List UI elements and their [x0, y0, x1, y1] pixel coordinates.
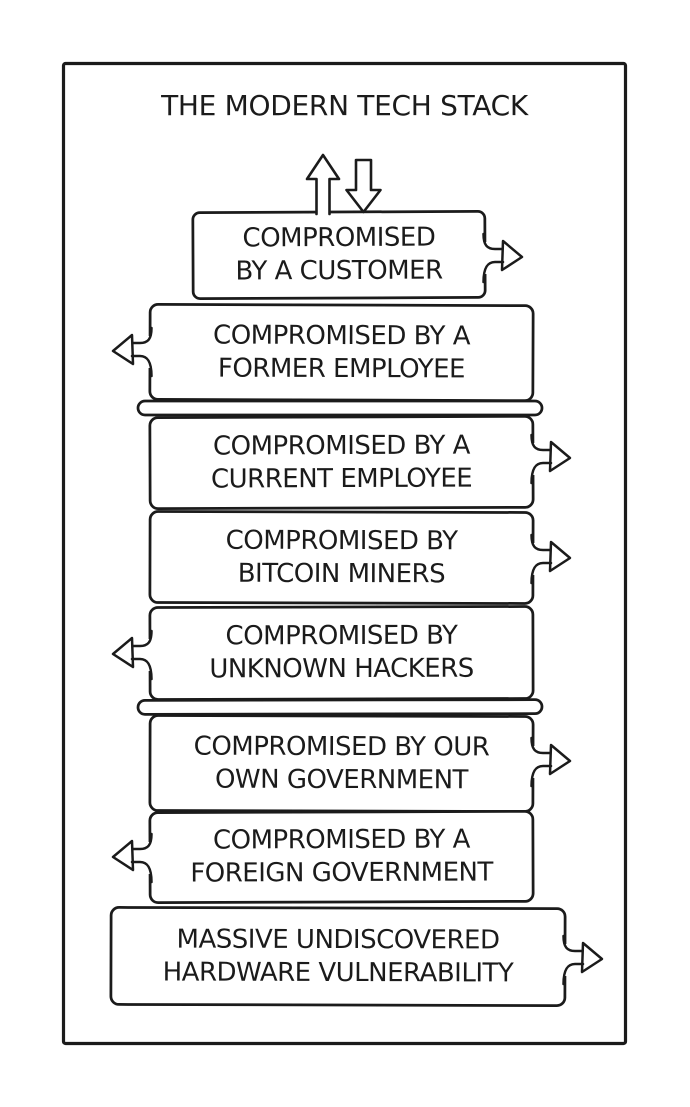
- layer-label-6: COMPROMISED BY OUR OWN GOVERNMENT: [150, 715, 533, 811]
- layer-label-3-line1: COMPROMISED BY A: [212, 430, 470, 461]
- layer-label-3: COMPROMISED BY A CURRENT EMPLOYEE: [150, 416, 533, 508]
- layer-label-5: COMPROMISED BY UNKNOWN HACKERS: [150, 606, 533, 699]
- layer-label-3-line2: CURRENT EMPLOYEE: [210, 463, 473, 494]
- layer-label-1: COMPROMISED BY A CUSTOMER: [193, 211, 485, 298]
- layer-label-7-line1: COMPROMISED BY A: [212, 824, 470, 856]
- down-arrow-icon: [345, 158, 382, 214]
- layer-label-6-line1: COMPROMISED BY OUR: [193, 731, 490, 762]
- divider-tray-1: [136, 399, 544, 417]
- layer-label-1-line2: BY A CUSTOMER: [235, 255, 443, 287]
- right-arrow-icon-6: [529, 736, 572, 788]
- layer-label-4-line1: COMPROMISED BY: [225, 525, 458, 556]
- left-arrow-icon-7: [111, 832, 154, 884]
- comic-title: THE MODERN TECH STACK: [161, 88, 528, 122]
- layer-label-8-line2: HARDWARE VULNERABILITY: [162, 957, 514, 988]
- layer-label-4: COMPROMISED BY BITCOIN MINERS: [150, 511, 533, 603]
- right-arrow-icon-1: [481, 232, 524, 284]
- layer-label-4-line2: BITCOIN MINERS: [237, 558, 446, 589]
- panel-border: [61, 61, 628, 1046]
- layer-label-5-line2: UNKNOWN HACKERS: [209, 653, 474, 685]
- right-arrow-icon-8: [561, 934, 604, 986]
- layer-label-7-line2: FOREIGN GOVERNMENT: [190, 857, 493, 889]
- layer-label-5-line1: COMPROMISED BY: [225, 620, 458, 652]
- left-arrow-icon-2: [111, 326, 154, 378]
- layer-label-2: COMPROMISED BY A FORMER EMPLOYEE: [150, 304, 533, 400]
- layer-label-2-line1: COMPROMISED BY A: [213, 320, 471, 351]
- layer-label-7: COMPROMISED BY A FOREIGN GOVERNMENT: [150, 811, 533, 902]
- layer-label-8-line1: MASSIVE UNDISCOVERED: [176, 924, 500, 955]
- layer-label-2-line2: FORMER EMPLOYEE: [217, 353, 466, 384]
- right-arrow-icon-4: [529, 533, 572, 585]
- right-arrow-icon-3: [529, 433, 572, 485]
- divider-tray-2: [136, 698, 544, 716]
- layer-label-1-line1: COMPROMISED: [242, 222, 436, 254]
- layer-label-6-line2: OWN GOVERNMENT: [214, 764, 468, 795]
- up-arrow-icon: [305, 153, 341, 216]
- left-arrow-icon-5: [111, 629, 154, 681]
- layer-label-8: MASSIVE UNDISCOVERED HARDWARE VULNERABIL…: [111, 907, 565, 1005]
